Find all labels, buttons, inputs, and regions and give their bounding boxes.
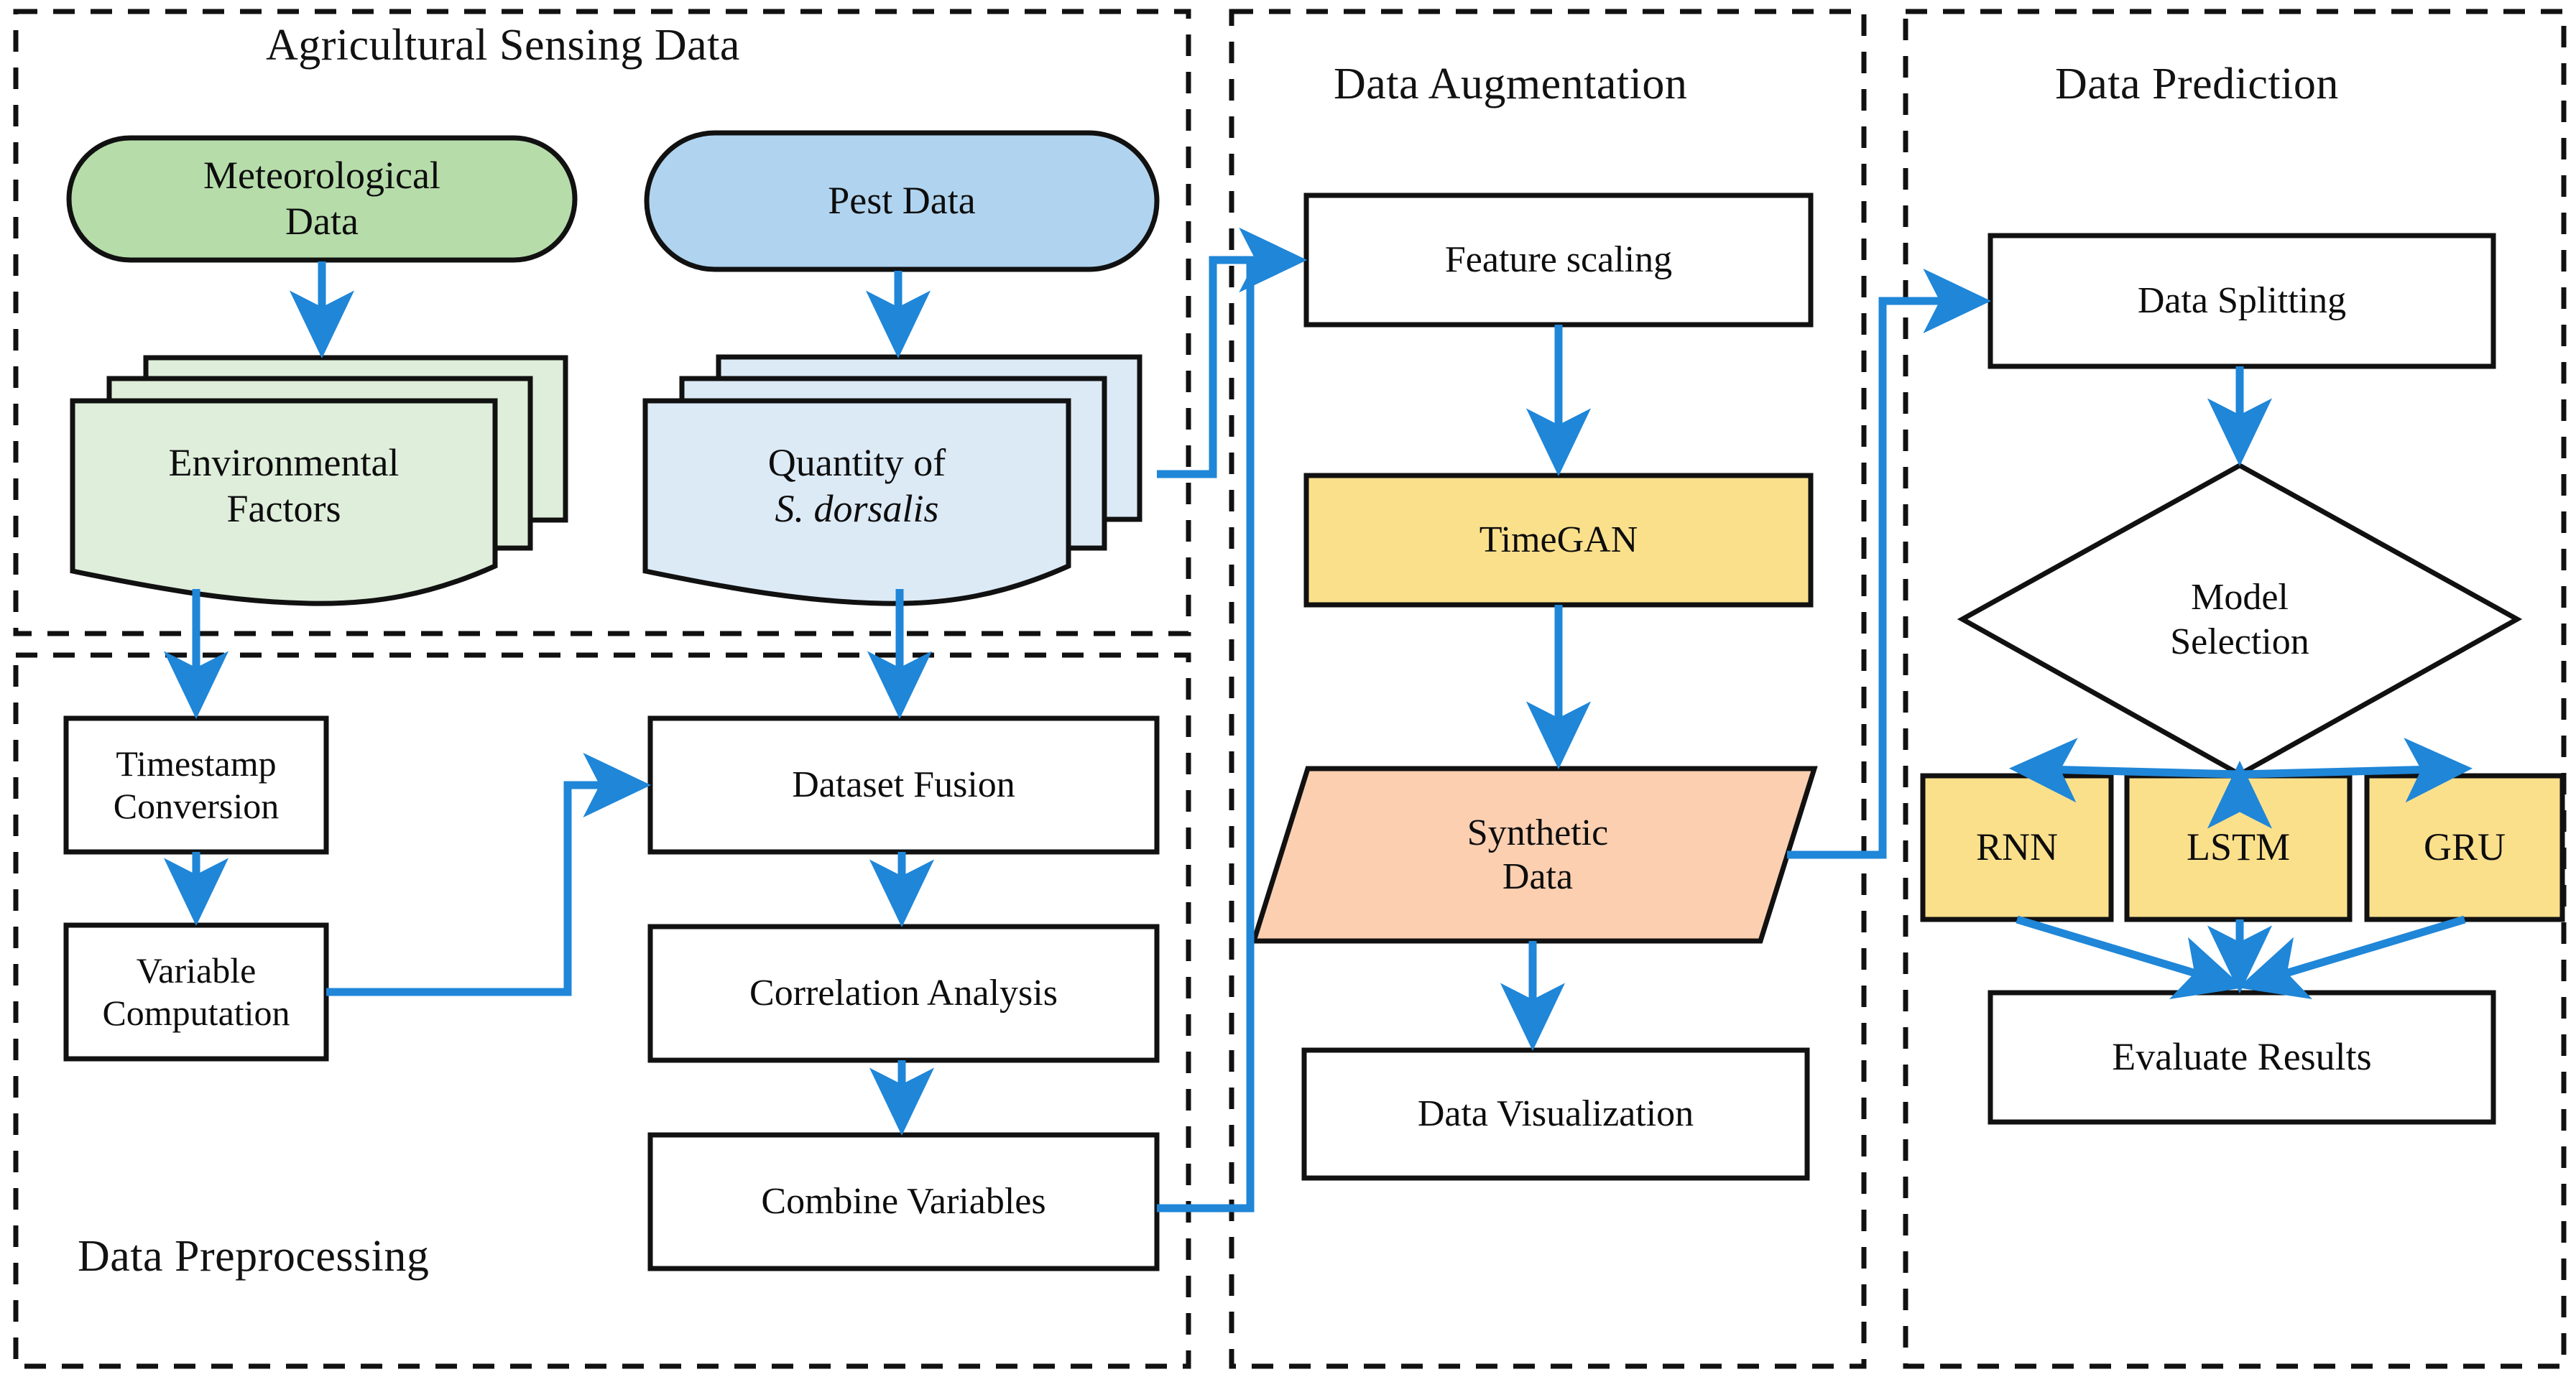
shape-environmental-factors[interactable] [70, 355, 568, 606]
shape-rnn[interactable] [1920, 773, 2114, 922]
shape-combine-variables[interactable] [647, 1132, 1160, 1271]
shape-meteorological-data[interactable] [66, 135, 578, 263]
shape-data-splitting[interactable] [1988, 233, 2496, 369]
panel-title-data-augmentation: Data Augmentation [1334, 60, 1688, 108]
panel-data-preprocessing [13, 652, 1191, 1369]
edge-quantity-to-featurescaling [1157, 227, 1308, 478]
shape-timegan[interactable] [1303, 473, 1814, 608]
shape-evaluate-results[interactable] [1988, 990, 2496, 1125]
shape-correlation-analysis[interactable] [647, 924, 1160, 1063]
edge-combine-to-featurescaling [1157, 227, 1308, 1213]
edge-synthetic-to-datasplitting [1787, 268, 1992, 859]
shape-dataset-fusion[interactable] [647, 715, 1160, 855]
panel-title-data-preprocessing: Data Preprocessing [78, 1232, 430, 1281]
shape-variable-computation[interactable] [63, 922, 329, 1062]
shape-timestamp-conversion[interactable] [63, 715, 329, 855]
edge-variable-to-datasetfusion [326, 752, 652, 996]
shape-lstm[interactable] [2124, 773, 2353, 922]
shape-model-selection[interactable] [1957, 462, 2523, 778]
shape-gru[interactable] [2364, 773, 2565, 922]
edge-gru-to-evaluate [2238, 915, 2466, 1000]
shape-feature-scaling[interactable] [1303, 193, 1814, 328]
shape-data-visualization[interactable] [1301, 1047, 1810, 1181]
panel-title-data-prediction: Data Prediction [2055, 60, 2339, 108]
panel-data-augmentation [1229, 9, 1867, 1369]
edge-rnn-to-evaluate [2016, 915, 2244, 1000]
shape-pest-data[interactable] [644, 130, 1160, 272]
edge-modelselection-to-rnn [2009, 738, 2240, 803]
edge-modelselection-to-gru [2239, 738, 2473, 803]
shape-quantity-s-dorsalis[interactable] [642, 354, 1142, 606]
shape-synthetic-data[interactable] [1250, 766, 1818, 944]
panel-title-agricultural-sensing-data: Agricultural Sensing Data [266, 21, 740, 70]
